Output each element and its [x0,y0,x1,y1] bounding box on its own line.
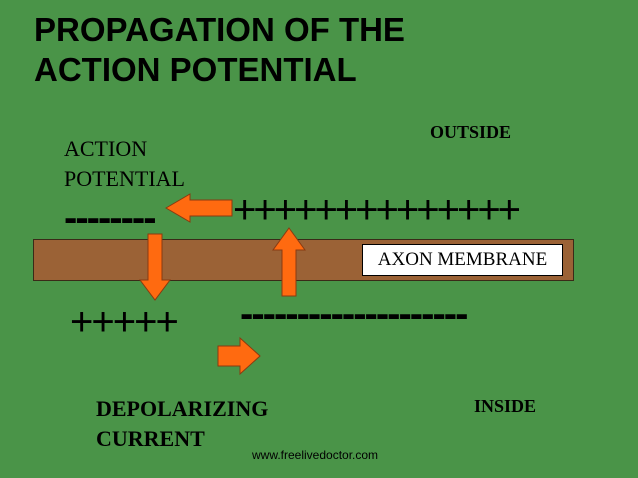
arrow-left-icon [165,193,233,223]
action-potential-line-2: POTENTIAL [64,166,185,191]
title-line-1: PROPAGATION OF THE [34,11,405,48]
action-potential-line-1: ACTION [64,136,148,161]
depolarizing-current-label: DEPOLARIZING CURRENT [96,394,268,454]
outside-label: OUTSIDE [430,122,512,142]
depolarizing-line-1: DEPOLARIZING [96,396,269,421]
action-potential-label: ACTION POTENTIAL [64,134,185,194]
depolarizing-line-2: CURRENT [96,426,205,451]
inside-label: INSIDE [474,396,537,416]
axon-membrane-label: AXON MEMBRANE [362,244,563,276]
inside-negative-charges: -------------------- [240,292,468,336]
watermark-url: www.freelivedoctor.com [252,448,379,462]
outside-negative-charges: -------- [64,196,157,240]
arrow-right-icon [217,336,261,376]
title-line-2: ACTION POTENTIAL [34,51,357,88]
slide-title: PROPAGATION OF THE ACTION POTENTIAL [34,10,405,90]
arrow-up-icon [272,227,306,297]
outside-positive-charges: ++++++++++++++ [233,188,521,232]
inside-positive-charges: +++++ [70,300,179,344]
arrow-down-icon [139,233,171,301]
